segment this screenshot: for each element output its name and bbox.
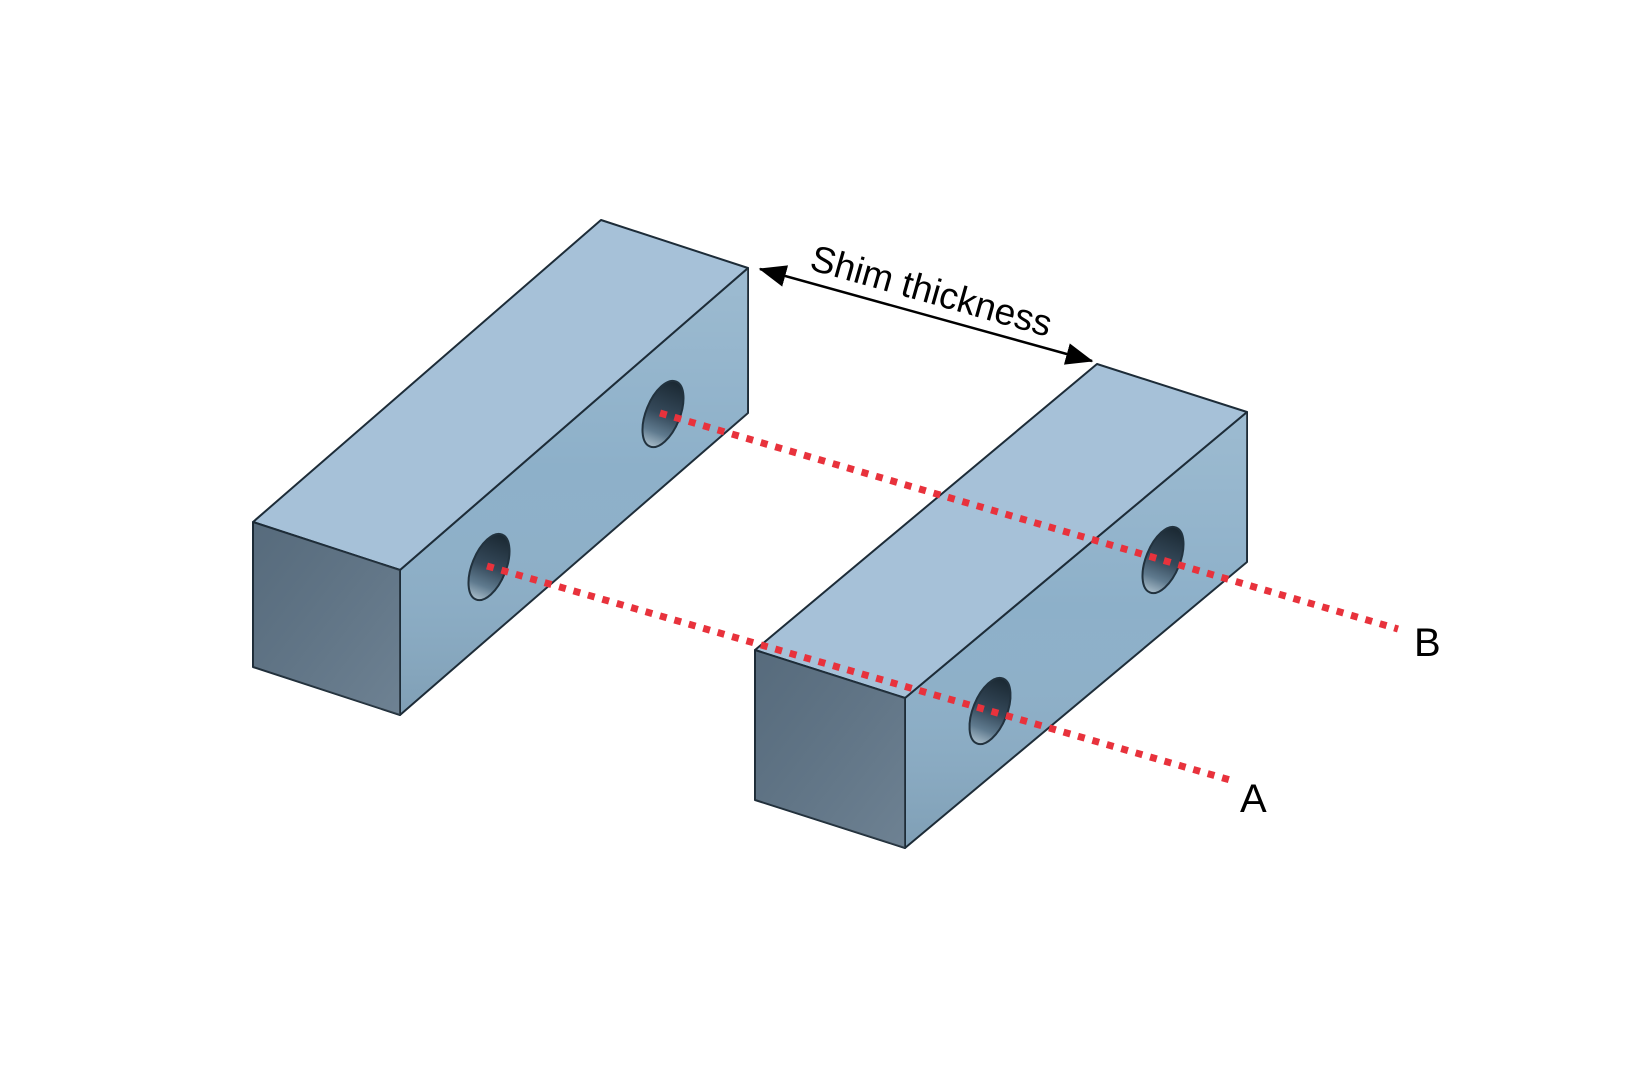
right-block-end-shading (755, 650, 905, 848)
shim-thickness-arrow (758, 265, 1094, 365)
axis-label-b: B (1414, 621, 1441, 665)
left-block-side-shading (400, 268, 748, 715)
left-block-end-shading (253, 522, 400, 715)
right-block (754, 363, 1248, 849)
axis-label-a: A (1240, 777, 1267, 821)
left-block (252, 219, 749, 716)
shim-thickness-dimension: Shim thickness (758, 237, 1094, 365)
